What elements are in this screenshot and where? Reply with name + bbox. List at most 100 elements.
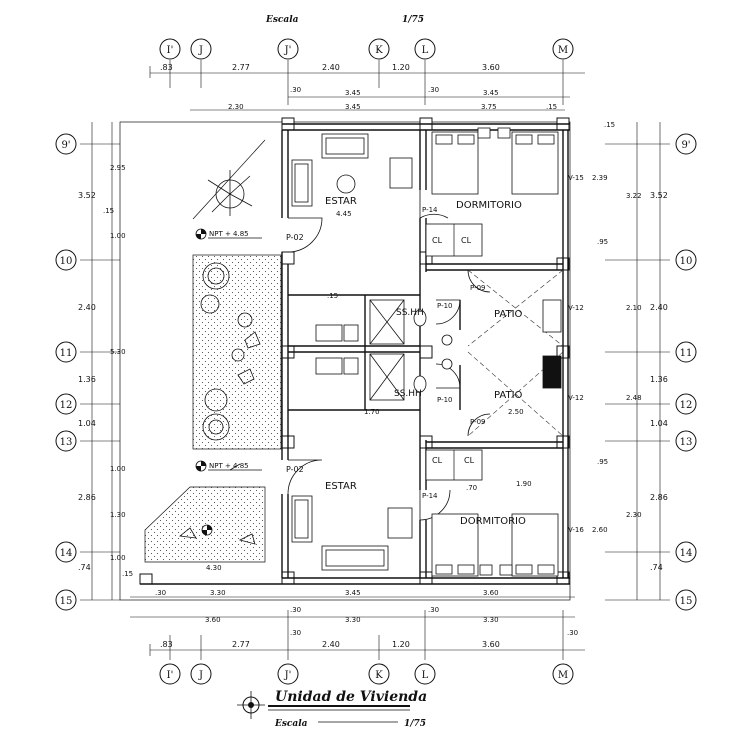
level-label-top: NPT + 4.85 — [209, 230, 249, 238]
sofa-icon — [291, 133, 413, 571]
title-scale-label: Escala — [274, 719, 308, 729]
svg-text:14: 14 — [60, 548, 73, 559]
svg-text:M: M — [558, 670, 568, 681]
axis-marker-12-left: 12 — [55, 393, 77, 415]
right-dim-6: 2.48 — [626, 394, 642, 402]
right-dim-14: 2.60 — [592, 526, 608, 534]
room-label-ss-top: SS.HH — [396, 308, 424, 318]
bottom-dim-1: 3.30 — [210, 589, 226, 597]
bottom-dim-6: 3.30 — [345, 616, 361, 624]
door-swings — [287, 190, 491, 521]
bottom-axis-markers: I' J J' K L M — [159, 663, 574, 685]
bottom-dim-9: .30 — [290, 629, 301, 637]
door-tag-p10-bottom: P-10 — [437, 396, 453, 404]
svg-text:15: 15 — [680, 596, 693, 607]
bottom-dim-7: .30 — [428, 606, 439, 614]
room-label-dormitorio-top: DORMITORIO — [456, 200, 522, 211]
right-dim-5: 1.36 — [650, 375, 668, 384]
top-inner-dim-4: 2.30 — [228, 103, 244, 111]
left-dim-9: 2.86 — [78, 493, 96, 502]
top-dim-1: 2.77 — [232, 63, 250, 72]
level-label-bottom: NPT + 4.85 — [209, 462, 249, 470]
axis-marker-J-prime-top: J' — [277, 38, 299, 60]
svg-text:L: L — [422, 670, 429, 681]
svg-text:14: 14 — [680, 548, 693, 559]
right-axis-markers: 9' 10 11 12 13 14 15 — [675, 133, 697, 611]
axis-marker-I-prime-bottom: I' — [159, 663, 181, 685]
right-dim-9: 2.30 — [626, 511, 642, 519]
left-dim-1: 3.52 — [78, 191, 96, 200]
bottom-dim-8: 3.30 — [483, 616, 499, 624]
bottom-axis-dim-1: 2.77 — [232, 640, 250, 649]
title-text: Unidad de Vivienda — [275, 689, 427, 705]
svg-text:J': J' — [284, 670, 292, 681]
axis-lines — [80, 60, 670, 660]
axis-marker-13-right: 13 — [675, 430, 697, 452]
window-tag-v16: V-16 — [568, 526, 584, 534]
axis-marker-13-left: 13 — [55, 430, 77, 452]
interior-dim-6: 4.30 — [206, 564, 222, 572]
window-tag-v12-top: V-12 — [568, 304, 584, 312]
door-tag-p02-bottom: P-02 — [286, 465, 304, 474]
walls — [140, 123, 570, 585]
axis-marker-11-left: 11 — [55, 341, 77, 363]
left-dim-5: 5.30 — [110, 348, 126, 356]
door-tag-p10-top: P-10 — [437, 302, 453, 310]
left-dim-6: 1.36 — [78, 375, 96, 384]
svg-text:9': 9' — [681, 140, 690, 151]
svg-text:12: 12 — [60, 400, 73, 411]
level-marker-garden — [201, 524, 213, 536]
axis-marker-M-bottom: M — [552, 663, 574, 685]
axis-marker-12-right: 12 — [675, 393, 697, 415]
door-tag-p02-top: P-02 — [286, 233, 304, 242]
svg-text:I': I' — [167, 670, 174, 681]
bottom-dimension-chain: .30 3.30 3.45 3.60 .30 3.60 3.30 .30 3.3… — [130, 589, 585, 656]
axis-marker-9-prime-left: 9' — [55, 133, 77, 155]
interior-dim-2: 2.50 — [508, 408, 524, 416]
top-inner-dim-6: 3.75 — [481, 103, 497, 111]
right-dim-3: 2.40 — [650, 303, 668, 312]
left-dim-7: 1.04 — [78, 419, 96, 428]
top-dim-3: 1.20 — [392, 63, 410, 72]
svg-text:K: K — [375, 45, 383, 56]
svg-text:13: 13 — [60, 437, 73, 448]
svg-text:15: 15 — [60, 596, 73, 607]
bottom-dim-2: 3.45 — [345, 589, 361, 597]
svg-text:K: K — [375, 670, 383, 681]
axis-marker-L-bottom: L — [414, 663, 436, 685]
top-axis-markers: I' J J' K L M — [159, 38, 574, 60]
interior-dim-3: 1.90 — [516, 480, 532, 488]
bottom-dim-10: .30 — [567, 629, 578, 637]
room-label-cl-2: CL — [461, 236, 472, 245]
axis-marker-15-right: 15 — [675, 589, 697, 611]
svg-text:11: 11 — [60, 348, 73, 359]
top-inner-dim-7: .15 — [546, 103, 557, 111]
axis-marker-10-left: 10 — [55, 249, 77, 271]
window-tag-v15: V-15 — [568, 174, 584, 182]
door-tag-p14-bottom: P-14 — [422, 492, 438, 500]
bottom-dim-4: .30 — [290, 606, 301, 614]
room-label-cl-3: CL — [432, 456, 443, 465]
svg-text:M: M — [558, 45, 568, 56]
axis-marker-J-prime-bottom: J' — [277, 663, 299, 685]
axis-marker-K-top: K — [368, 38, 390, 60]
left-dim-4: 2.40 — [78, 303, 96, 312]
door-tag-p14-top: P-14 — [422, 206, 438, 214]
door-tag-p09-top: P-09 — [470, 284, 486, 292]
interior-dim-1: 1.70 — [364, 408, 380, 416]
right-dim-1: 3.22 — [626, 192, 642, 200]
axis-marker-14-left: 14 — [55, 541, 77, 563]
interior-dim-5: .15 — [327, 292, 338, 300]
title-block: Unidad de Vivienda Escala 1/75 — [237, 689, 427, 729]
axis-marker-15-left: 15 — [55, 589, 77, 611]
room-label-dormitorio-bottom: DORMITORIO — [460, 516, 526, 527]
top-inner-dim-2: .30 — [428, 86, 439, 94]
left-dim-0: 2.95 — [110, 164, 126, 172]
top-inner-dim-1: 3.45 — [345, 89, 361, 97]
svg-text:10: 10 — [680, 256, 693, 267]
right-dim-4: 2.10 — [626, 304, 642, 312]
level-marker-bottom: NPT + 4.85 — [195, 460, 262, 472]
axis-marker-11-right: 11 — [675, 341, 697, 363]
bottom-dim-0: .30 — [155, 589, 166, 597]
bottom-axis-dim-0: .83 — [160, 640, 173, 649]
